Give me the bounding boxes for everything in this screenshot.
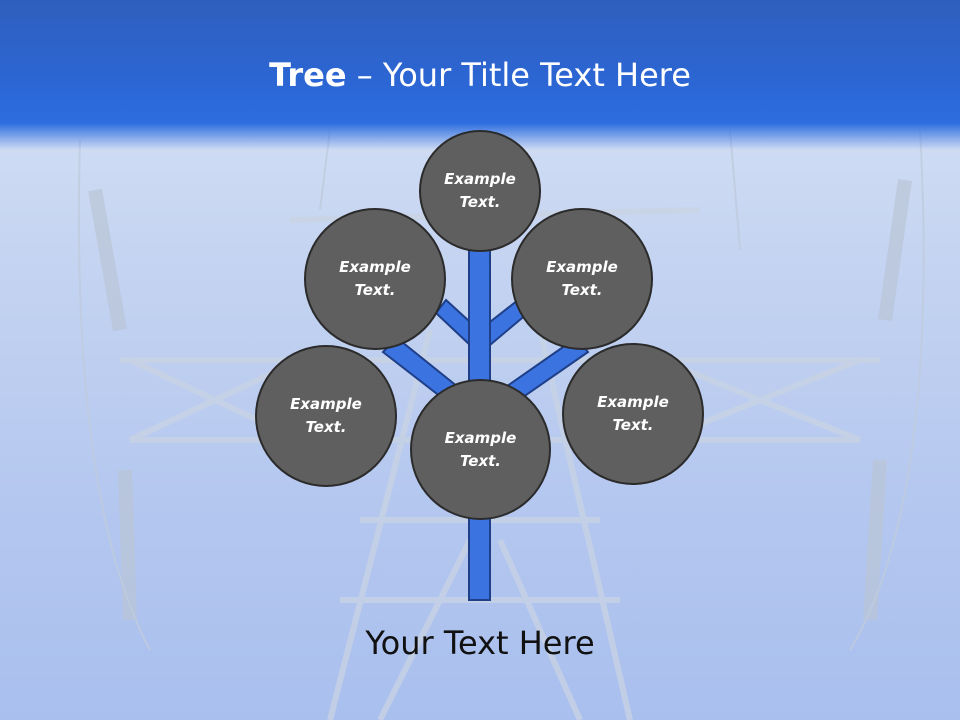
node-text: Example Text. xyxy=(444,170,516,211)
tree-node-upper-left[interactable]: Example Text. xyxy=(304,208,446,350)
tree-node-center[interactable]: Example Text. xyxy=(410,379,551,520)
tree-node-top[interactable]: Example Text. xyxy=(419,130,541,252)
branch-left-upper xyxy=(434,298,471,348)
tree-node-upper-right[interactable]: Example Text. xyxy=(511,208,653,350)
title-rest: – Your Title Text Here xyxy=(346,56,691,94)
node-text: Example Text. xyxy=(290,395,362,436)
node-text: Example Text. xyxy=(339,258,411,299)
title-bold: Tree xyxy=(269,56,347,94)
node-text: Example Text. xyxy=(546,258,618,299)
slide-title: Tree – Your Title Text Here xyxy=(0,52,960,98)
node-text: Example Text. xyxy=(597,393,669,434)
node-text: Example Text. xyxy=(444,428,517,470)
tree-node-lower-right[interactable]: Example Text. xyxy=(562,343,704,485)
tree-node-lower-left[interactable]: Example Text. xyxy=(255,345,397,487)
header-band xyxy=(0,0,960,150)
slide-caption: Your Text Here xyxy=(365,624,595,662)
